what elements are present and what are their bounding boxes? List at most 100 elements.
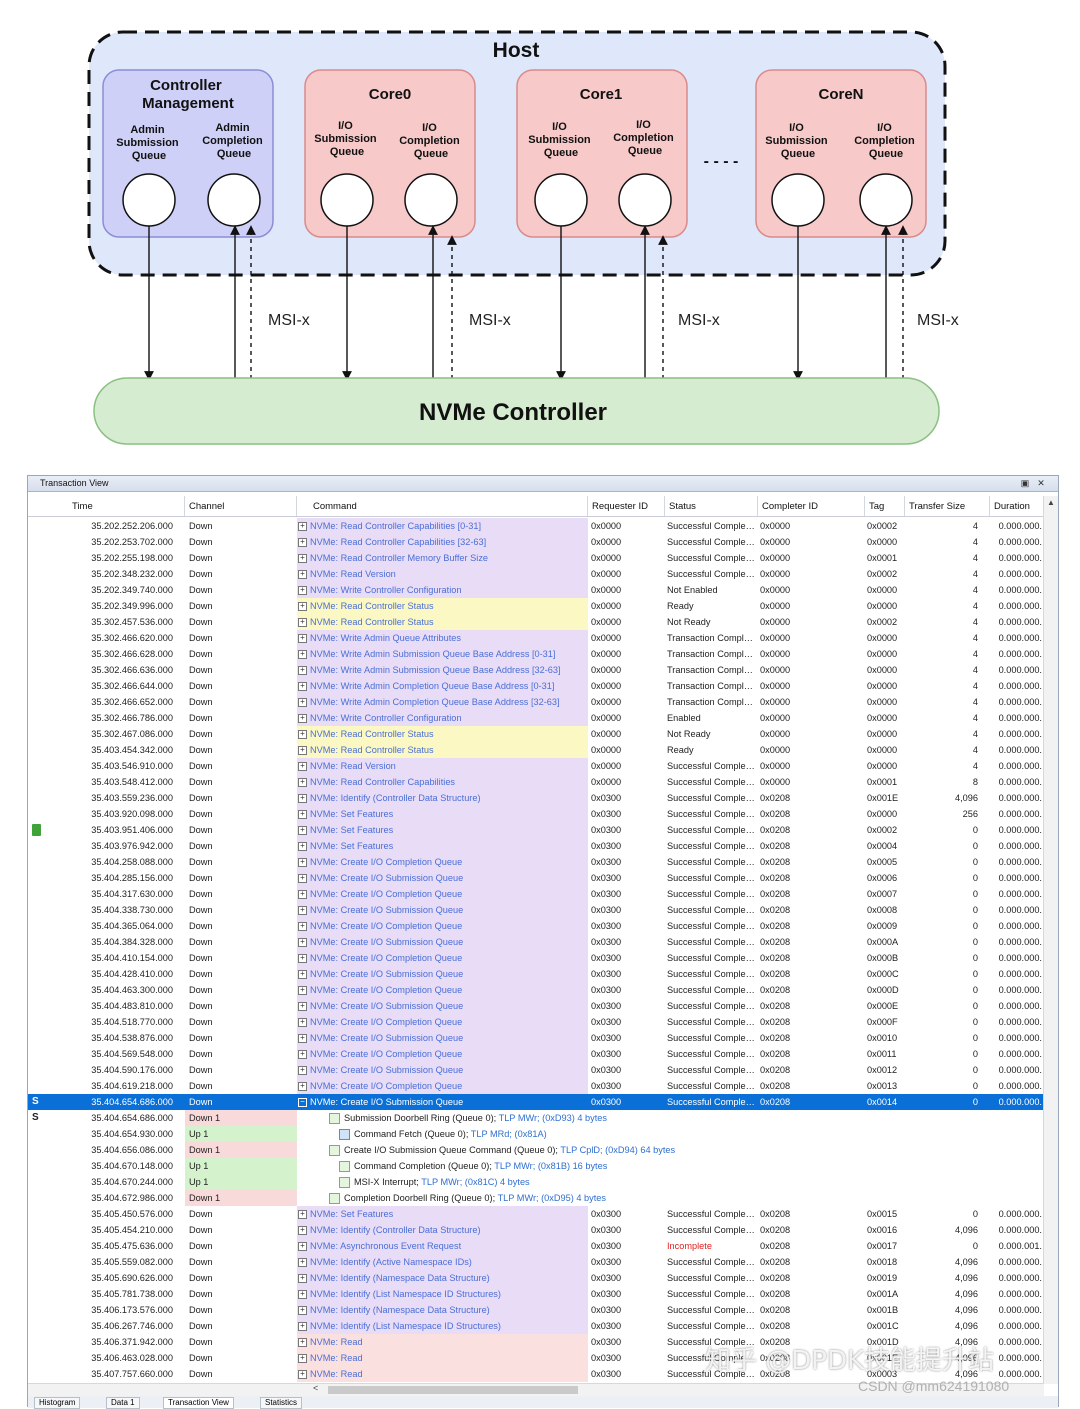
expand-icon[interactable]: + (298, 698, 307, 707)
expand-icon[interactable]: + (298, 1018, 307, 1027)
expand-icon[interactable]: + (298, 1306, 307, 1315)
col-command[interactable]: Command (297, 496, 588, 516)
expand-icon[interactable]: + (298, 1354, 307, 1363)
expand-icon[interactable]: + (298, 986, 307, 995)
expand-icon[interactable]: + (298, 922, 307, 931)
expand-icon[interactable]: + (298, 842, 307, 851)
expand-icon[interactable]: + (298, 1370, 307, 1379)
expand-icon[interactable]: + (298, 1338, 307, 1347)
expand-icon[interactable]: + (298, 730, 307, 739)
expand-icon[interactable]: + (298, 1290, 307, 1299)
expand-icon[interactable]: + (298, 874, 307, 883)
expand-icon[interactable]: + (298, 762, 307, 771)
expand-icon[interactable]: + (298, 714, 307, 723)
expand-icon[interactable]: + (298, 1034, 307, 1043)
expand-icon[interactable]: + (298, 570, 307, 579)
expand-icon[interactable]: + (298, 938, 307, 947)
col-tag[interactable]: Tag (865, 496, 905, 516)
expand-icon[interactable]: + (298, 522, 307, 531)
expand-icon[interactable]: + (298, 618, 307, 627)
tab-statistics[interactable]: Statistics (260, 1397, 303, 1409)
col-duration[interactable]: Duration (990, 496, 1044, 516)
horizontal-scrollbar[interactable]: < (28, 1383, 1044, 1396)
scroll-left-icon[interactable]: < (313, 1383, 319, 1393)
col-requester-id[interactable]: Requester ID (588, 496, 665, 516)
expand-icon[interactable]: + (298, 890, 307, 899)
expand-icon[interactable]: + (298, 1322, 307, 1331)
scroll-up-icon[interactable]: ▲ (1047, 498, 1055, 507)
expand-icon[interactable]: + (298, 1050, 307, 1059)
expand-icon[interactable]: + (298, 650, 307, 659)
restore-icon[interactable]: ▣ (1020, 478, 1030, 488)
expand-icon[interactable]: + (298, 906, 307, 915)
expand-icon[interactable]: + (298, 586, 307, 595)
col-time[interactable]: Time (28, 496, 185, 516)
expand-icon[interactable]: + (298, 554, 307, 563)
expand-icon[interactable]: + (298, 794, 307, 803)
expand-icon[interactable]: + (298, 1258, 307, 1267)
expand-icon[interactable]: + (298, 778, 307, 787)
col-status[interactable]: Status (665, 496, 758, 516)
expand-icon[interactable]: + (298, 1082, 307, 1091)
expand-icon[interactable]: + (298, 810, 307, 819)
expand-icon[interactable]: + (298, 970, 307, 979)
expand-icon[interactable]: + (298, 666, 307, 675)
expand-icon[interactable]: + (298, 602, 307, 611)
expand-icon[interactable]: + (298, 682, 307, 691)
horizontal-scroll-thumb[interactable] (328, 1386, 578, 1394)
col-completer-id[interactable]: Completer ID (758, 496, 865, 516)
expand-icon[interactable]: + (298, 826, 307, 835)
expand-icon[interactable]: + (298, 746, 307, 755)
expand-icon[interactable]: + (298, 1066, 307, 1075)
expand-icon[interactable]: + (298, 954, 307, 963)
close-icon[interactable]: ✕ (1037, 478, 1045, 488)
